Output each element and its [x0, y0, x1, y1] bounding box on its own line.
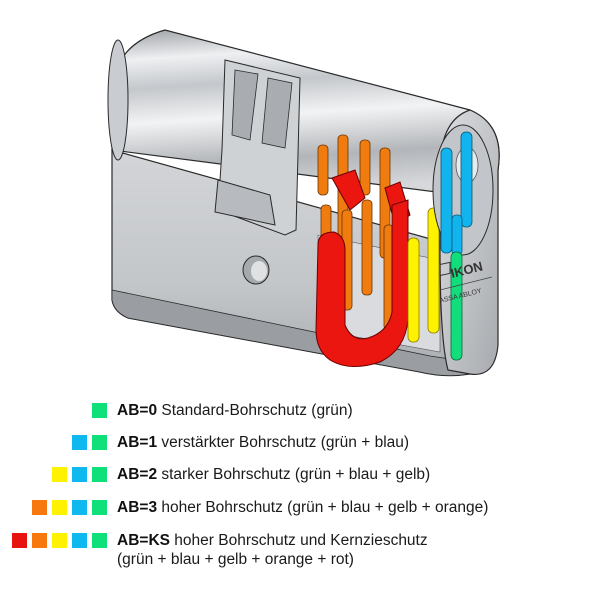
legend-code: AB=0 [117, 402, 158, 419]
green-swatch [92, 533, 107, 548]
blue-swatch [72, 533, 87, 548]
legend-item-ab1: AB=1 verstärkter Bohrschutz (grün + blau… [0, 434, 600, 456]
legend-description: starker Bohrschutz (grün + blau + gelb) [161, 466, 431, 483]
legend-description: verstärkter Bohrschutz (grün + blau) [161, 434, 410, 451]
legend-description-line2: (grün + blau + gelb + orange + rot) [117, 551, 354, 568]
blue-pins [440, 131, 473, 256]
orange-swatch [32, 500, 47, 515]
cam [214, 179, 276, 226]
yellow-swatch [52, 533, 67, 548]
blue-swatch [72, 435, 87, 450]
lock-cylinder-illustration: IKON ASSA ABLOY [107, 29, 500, 377]
blue-swatch [72, 467, 87, 482]
green-swatch [92, 403, 107, 418]
legend-code: AB=KS [117, 532, 170, 549]
legend-item-ab2: AB=2 starker Bohrschutz (grün + blau + g… [0, 466, 600, 488]
green-pin [450, 251, 463, 361]
yellow-pins [407, 207, 440, 343]
orange-swatch [32, 533, 47, 548]
green-swatch [92, 500, 107, 515]
yellow-swatch [52, 467, 67, 482]
yellow-swatch [52, 500, 67, 515]
red-swatch [12, 533, 27, 548]
legend-description: Standard-Bohrschutz (grün) [161, 402, 353, 419]
legend-code: AB=3 [117, 499, 158, 516]
legend-item-ab0: AB=0 Standard-Bohrschutz (grün) [0, 402, 600, 424]
legend-description: hoher Bohrschutz (grün + blau + gelb + o… [161, 499, 489, 516]
legend-item-abks: AB=KS hoher Bohrschutz und Kernzieschutz… [0, 532, 600, 576]
legend-code: AB=2 [117, 466, 158, 483]
blue-swatch [72, 500, 87, 515]
red-core-pull-protection [315, 169, 411, 367]
legend-code: AB=1 [117, 434, 158, 451]
legend-item-ab3: AB=3 hoher Bohrschutz (grün + blau + gel… [0, 499, 600, 521]
green-swatch [92, 435, 107, 450]
legend-description: hoher Bohrschutz und Kernzieschutz [174, 532, 428, 549]
green-swatch [92, 467, 107, 482]
